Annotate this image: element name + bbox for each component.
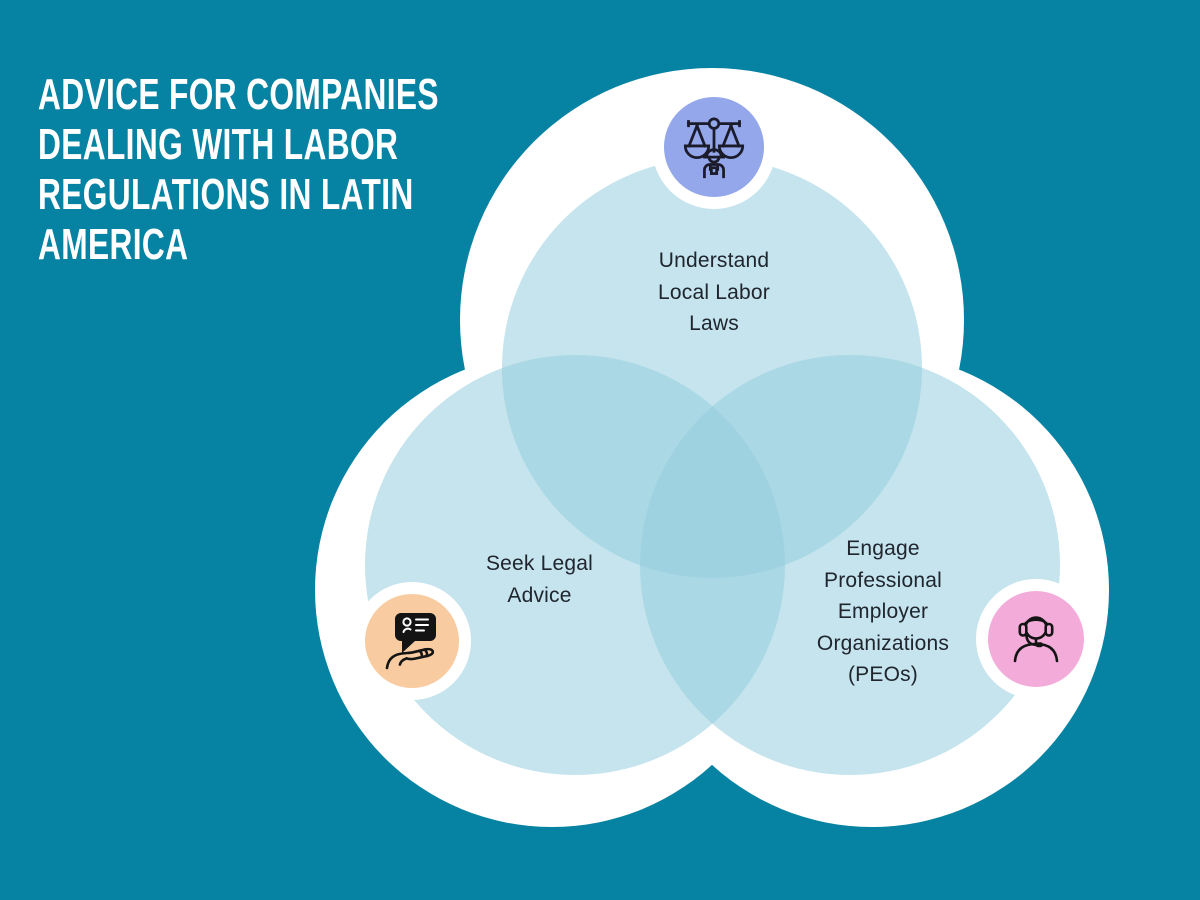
title-line-3: REGULATIONS IN LATIN bbox=[38, 170, 414, 219]
badge-peo bbox=[976, 579, 1096, 699]
page-title: ADVICE FOR COMPANIES DEALING WITH LABOR … bbox=[38, 70, 484, 270]
title-line-4: AMERICA bbox=[38, 220, 189, 269]
balance-scale-worker-icon bbox=[683, 117, 745, 179]
badge-legal-advice bbox=[353, 582, 471, 700]
venn-label-peo: Engage Professional Employer Organizatio… bbox=[816, 537, 950, 686]
badge-labor-laws bbox=[652, 85, 776, 209]
hand-speech-bubble-icon bbox=[385, 613, 436, 670]
title-line-1: ADVICE FOR COMPANIES bbox=[38, 70, 439, 119]
headset-agent-icon bbox=[1013, 616, 1059, 663]
venn-circle-peo bbox=[640, 355, 1060, 775]
title-line-2: DEALING WITH LABOR bbox=[38, 120, 399, 169]
venn-circles bbox=[365, 158, 1060, 775]
venn-label-understand: Understand Local Labor Laws bbox=[658, 249, 770, 335]
venn-label-legal: Seek Legal Advice bbox=[485, 552, 594, 607]
